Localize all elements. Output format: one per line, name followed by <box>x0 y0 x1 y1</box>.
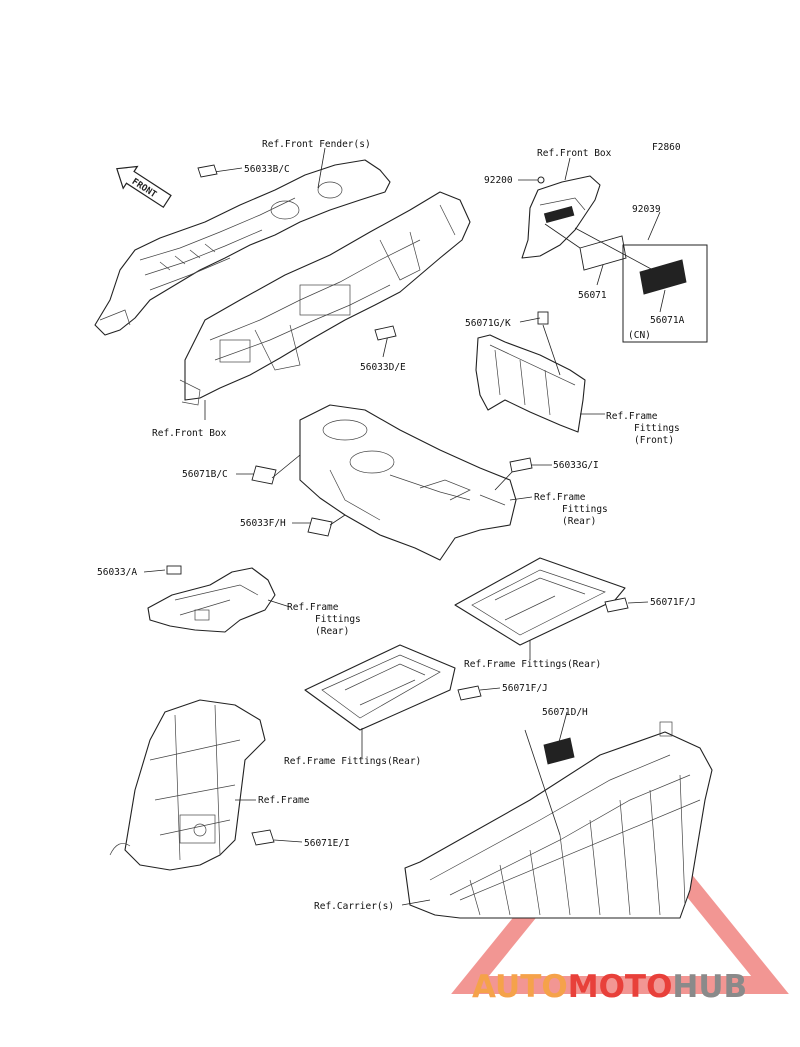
label-ref-front-box: Ref.Front Box <box>152 428 227 439</box>
label-ref-frame-fittings-rear2-2: Fittings <box>315 614 361 625</box>
label-ref-frame-fittings-rear1-1: Ref.Frame <box>534 492 586 503</box>
watermark-part3: HUB <box>672 969 747 1005</box>
label-ref-carrier: Ref.Carrier(s) <box>314 901 394 912</box>
label-ref-frame-fittings-rear1-3: (Rear) <box>562 516 596 527</box>
label-ref-frame-fittings-rear1-2: Fittings <box>562 504 608 515</box>
label-56071fj-1: 56071F/J <box>650 597 696 608</box>
carrier-bed-part <box>404 721 713 919</box>
leader-lines <box>143 147 666 906</box>
tray-right-part <box>454 557 629 646</box>
label-ref-front-box-top: Ref.Front Box <box>537 148 612 159</box>
label-ref-frame-fittings-front-2: Fittings <box>634 423 680 434</box>
watermark-part1: AUTO <box>472 969 568 1005</box>
label-56071dh: 56071D/H <box>542 707 588 718</box>
center-console-part <box>299 404 517 561</box>
label-ref-frame-fittings-front-3: (Front) <box>634 435 674 446</box>
watermark-logo: AUTOMOTOHUB <box>472 969 747 1005</box>
label-cn: (CN) <box>628 330 651 341</box>
label-ref-front-fender: Ref.Front Fender(s) <box>262 139 371 150</box>
label-56071bc: 56071B/C <box>182 469 228 480</box>
label-56071ei: 56071E/I <box>304 838 350 849</box>
label-56033bc: 56033B/C <box>244 164 290 175</box>
frame-part <box>109 699 275 871</box>
watermark-part2: MOTO <box>568 969 673 1005</box>
label-56071fj-2: 56071F/J <box>502 683 548 694</box>
svg-text:AUTOMOTOHUB: AUTOMOTOHUB <box>472 969 747 1005</box>
figure-code: F2860 <box>652 142 681 153</box>
label-92039: 92039 <box>632 204 661 215</box>
label-56033de: 56033D/E <box>360 362 406 373</box>
label-ref-frame-fittings-rear3: Ref.Frame Fittings(Rear) <box>464 659 601 670</box>
label-ref-frame-fittings-rear2-1: Ref.Frame <box>287 602 339 613</box>
front-box-part <box>179 191 471 406</box>
label-ref-frame: Ref.Frame <box>258 795 310 806</box>
label-56071gk: 56071G/K <box>465 318 511 329</box>
label-56071: 56071 <box>578 290 607 301</box>
front-arrow-icon: FRONT <box>116 165 172 209</box>
label-56071a: 56071A <box>650 315 685 326</box>
decal-56071 <box>579 235 627 271</box>
front-fender-part <box>94 159 391 336</box>
tray-middle-part <box>304 644 482 731</box>
label-56033gi: 56033G/I <box>553 460 599 471</box>
label-ref-frame-fittings-rear2-3: (Rear) <box>315 626 349 637</box>
label-56033fh: 56033F/H <box>240 518 286 529</box>
label-56033a: 56033/A <box>97 567 137 578</box>
front-box-small-part <box>521 175 601 259</box>
decal-cn-box <box>622 244 708 343</box>
label-ref-frame-fittings-rear4: Ref.Frame Fittings(Rear) <box>284 756 421 767</box>
frame-fittings-front-part <box>475 311 586 433</box>
label-ref-frame-fittings-front-1: Ref.Frame <box>606 411 658 422</box>
label-92200: 92200 <box>484 175 513 186</box>
floor-panel-part <box>147 565 276 633</box>
